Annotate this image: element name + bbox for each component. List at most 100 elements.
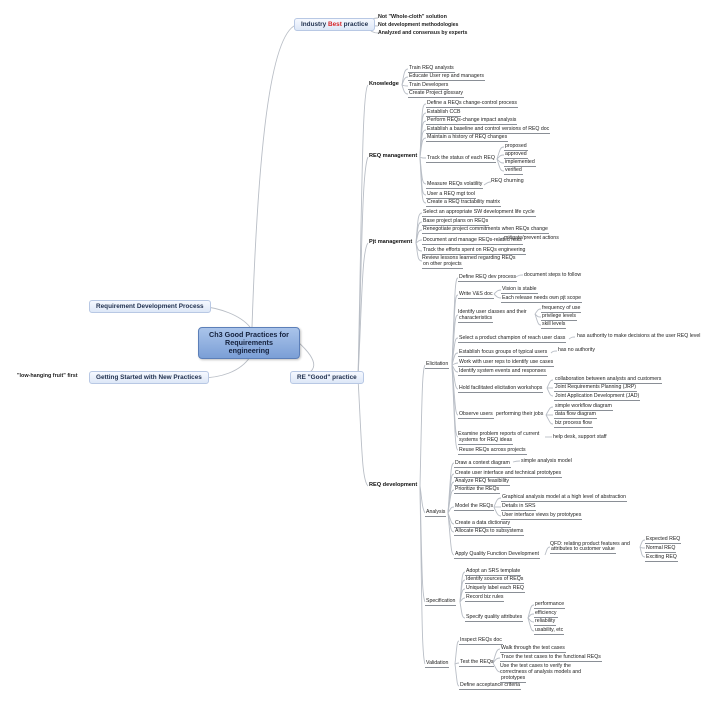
- low-hanging-fruit[interactable]: "low-hanging fruit" first: [17, 373, 78, 379]
- observe-note[interactable]: simple workflow diagram: [554, 403, 613, 411]
- quality-attr[interactable]: reliability: [534, 618, 557, 626]
- analysis-item[interactable]: Create a data dictionary: [454, 520, 512, 528]
- analysis-item[interactable]: Analyze REQ feasibility: [454, 478, 510, 486]
- section-req-development[interactable]: REQ development: [369, 482, 418, 488]
- validation[interactable]: Validation: [425, 660, 450, 668]
- user-classes-line2[interactable]: characteristics: [458, 315, 494, 323]
- champion-note[interactable]: has authority to make decisions at the u…: [577, 333, 701, 339]
- qfd-note-line1[interactable]: QFD: relating product features and: [550, 541, 630, 547]
- test-use-line3[interactable]: prototypes: [500, 675, 527, 683]
- test-reqs[interactable]: Test the REQs: [459, 659, 495, 667]
- knowledge-item[interactable]: Train REQ analysts: [408, 65, 455, 73]
- qfd-level[interactable]: Exciting REQ: [645, 554, 678, 562]
- topic-re-good-practice[interactable]: RE "Good" practice: [290, 371, 364, 384]
- req-mgmt-item[interactable]: Perform REQs-change impact analysis: [426, 117, 518, 125]
- write-vs-doc[interactable]: Write V&S doc: [458, 291, 494, 299]
- inspect-reqs-doc[interactable]: Inspect REQs doc: [459, 637, 503, 645]
- status-state[interactable]: verified: [504, 167, 523, 175]
- req-mgmt-item[interactable]: Establish a baseline and control version…: [426, 126, 551, 134]
- workshops[interactable]: Hold facilitated elicitation workshops: [458, 385, 544, 393]
- analysis[interactable]: Analysis: [425, 509, 447, 517]
- knowledge-item[interactable]: Create Project glossary: [408, 90, 464, 98]
- req-mgmt-item[interactable]: Establish CCB: [426, 109, 462, 117]
- acceptance-criteria[interactable]: Define acceptance criteria: [459, 682, 521, 690]
- central-topic[interactable]: Ch3 Good Practices for Requirements engi…: [198, 327, 300, 359]
- context-note[interactable]: simple analysis model: [521, 458, 572, 464]
- status-state[interactable]: implemented: [504, 159, 536, 167]
- section-pjt-management[interactable]: Pjt management: [369, 239, 413, 245]
- model-reqs[interactable]: Model the REQs: [454, 503, 495, 511]
- vs-note[interactable]: Each release needs own pjt scope: [501, 295, 583, 303]
- topic-requirement-development-process[interactable]: Requirement Development Process: [89, 300, 211, 313]
- examine-note[interactable]: help desk, support staff: [553, 434, 607, 440]
- spec-item[interactable]: Adopt an SRS template: [465, 568, 522, 576]
- qfd-level[interactable]: Normal REQ: [645, 545, 677, 553]
- quality-attr[interactable]: efficiency: [534, 610, 558, 618]
- qfd-note-line2[interactable]: attributes to customer value: [550, 546, 616, 554]
- elicitation[interactable]: Elicitation: [425, 361, 450, 369]
- pjt-item[interactable]: Renegotiate project commitments when REQ…: [422, 226, 549, 234]
- test-note[interactable]: Trace the test cases to the functional R…: [500, 654, 602, 662]
- measure-volatility[interactable]: Measure REQs volatility: [426, 181, 484, 189]
- pjt-risk-note[interactable]: mitigate/prevent actions: [504, 235, 559, 241]
- observe-note[interactable]: data flow diagram: [554, 411, 597, 419]
- section-req-management[interactable]: REQ management: [369, 153, 418, 159]
- test-note[interactable]: Walk through the test cases: [500, 645, 566, 653]
- volatility-note[interactable]: REQ churning: [491, 178, 524, 184]
- product-champion[interactable]: Select a product champion of reach user …: [458, 335, 567, 343]
- status-state[interactable]: proposed: [504, 143, 528, 151]
- reuse-reqs[interactable]: Reuse REQs across projects: [458, 447, 527, 455]
- req-mgmt-item[interactable]: Define a REQs change-control process: [426, 100, 518, 108]
- workshop-note[interactable]: Joint Application Development (JAD): [554, 393, 641, 401]
- context-diagram[interactable]: Draw a context diagram: [454, 460, 511, 468]
- quality-attributes[interactable]: Specify quality attributes: [465, 614, 524, 622]
- workshop-note[interactable]: collaboration between analysts and custo…: [554, 376, 663, 384]
- system-events[interactable]: Identify system events and responses: [458, 368, 547, 376]
- examine-line1[interactable]: Examine problem reports of current: [458, 431, 540, 437]
- section-knowledge[interactable]: Knowledge: [369, 81, 399, 87]
- topic-getting-started[interactable]: Getting Started with New Practices: [89, 371, 209, 384]
- spec-item[interactable]: Uniquely label each REQ: [465, 585, 525, 593]
- analysis-item[interactable]: Allocate REQs to subsystems: [454, 528, 525, 536]
- spec-item[interactable]: Identify sources of REQs: [465, 576, 525, 584]
- define-dev-process[interactable]: Define REQ dev process: [458, 274, 518, 282]
- track-status[interactable]: Track the status of each REQ: [426, 155, 496, 163]
- class-note[interactable]: privilege levels: [541, 313, 578, 321]
- model-note[interactable]: Details in SRS: [501, 503, 537, 511]
- observe-users[interactable]: Observe users: [458, 411, 494, 419]
- knowledge-item[interactable]: Educate User rep and managers: [408, 73, 485, 81]
- req-mgmt-tool[interactable]: User a REQ mgt tool: [426, 191, 476, 199]
- pjt-review-line2[interactable]: on other projects: [422, 261, 463, 269]
- analysis-item[interactable]: Create user interface and technical prot…: [454, 470, 563, 478]
- pjt-track-efforts[interactable]: Track the efforts spent on REQs engineer…: [422, 247, 527, 255]
- user-classes-line1[interactable]: Identify user classes and their: [458, 309, 527, 315]
- focus-note[interactable]: has no authority: [558, 347, 595, 353]
- pjt-risk[interactable]: Document and manage REQs-related risks: [422, 237, 523, 245]
- qfd-level[interactable]: Expected REQ: [645, 536, 682, 544]
- industry-item[interactable]: Not "Whole-cloth" solution: [378, 14, 447, 20]
- class-note[interactable]: skill levels: [541, 321, 567, 329]
- pjt-item[interactable]: Select an appropriate SW development lif…: [422, 209, 536, 217]
- req-mgmt-item[interactable]: Maintain a history of REQ changes: [426, 134, 509, 142]
- analysis-item[interactable]: Prioritize the REQs: [454, 486, 501, 494]
- quality-function-development[interactable]: Apply Quality Function Development: [454, 551, 540, 559]
- industry-item[interactable]: Not development methodologies: [378, 22, 459, 28]
- test-use-line2[interactable]: correctness of analysis models and: [500, 669, 582, 675]
- specification[interactable]: Specification: [425, 598, 457, 606]
- pjt-review-line1[interactable]: Review lessons learned regarding REQs: [422, 255, 516, 261]
- examine-line2[interactable]: systems for REQ ideas: [458, 437, 514, 445]
- test-use-line1[interactable]: Use the test cases to verify the: [500, 663, 571, 669]
- pjt-item[interactable]: Base project plans on REQs: [422, 218, 490, 226]
- work-with-reps[interactable]: Work with user reps to identify use case…: [458, 359, 555, 367]
- workshop-note[interactable]: Joint Requirements Planning (JRP): [554, 384, 638, 392]
- spec-item[interactable]: Record biz rules: [465, 594, 505, 602]
- observe-mid[interactable]: performing their jobs: [496, 411, 544, 417]
- vs-note[interactable]: Vision is stable: [501, 286, 538, 294]
- focus-groups[interactable]: Establish focus groups of typical users: [458, 349, 549, 357]
- define-note[interactable]: document steps to follow: [524, 272, 582, 278]
- quality-attr[interactable]: performance: [534, 601, 566, 609]
- topic-industry-best-practice[interactable]: Industry Best practice: [294, 18, 376, 31]
- model-note[interactable]: Graphical analysis model at a high level…: [501, 494, 627, 502]
- class-note[interactable]: frequency of use: [541, 305, 582, 313]
- tractability-matrix[interactable]: Create a REQ tractability matrix: [426, 199, 501, 207]
